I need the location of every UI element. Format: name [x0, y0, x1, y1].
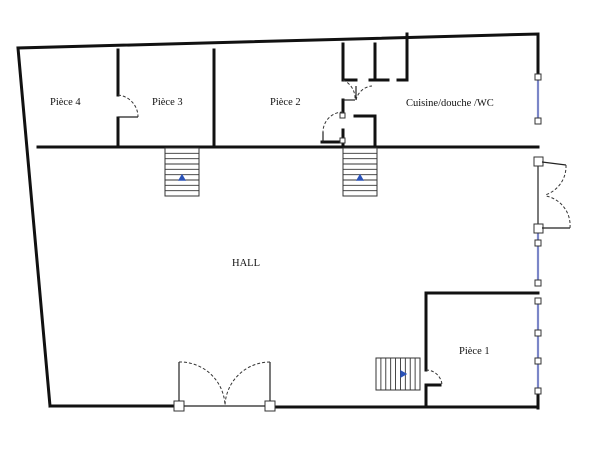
stair-arrow-icon	[356, 173, 364, 181]
piece1-walls	[424, 291, 540, 409]
staircase-middle	[342, 147, 378, 197]
right-double-door	[533, 156, 571, 234]
staircase-piece1	[375, 357, 421, 391]
stair-outline	[375, 357, 421, 391]
interior-doors	[117, 79, 443, 386]
room-label-piece2: Pièce 2	[270, 97, 301, 108]
interior-walls-top	[116, 32, 409, 149]
stair-arrow-icon	[178, 173, 186, 181]
room-label-piece4: Pièce 4	[50, 97, 81, 108]
room-label-cuisine: Cuisine/douche /WC	[406, 98, 494, 109]
outer-wall-top-left	[16, 32, 540, 408]
stair-outline	[342, 147, 378, 197]
room-label-piece1: Pièce 1	[459, 346, 490, 357]
outer-walls	[16, 32, 540, 410]
right-windows	[534, 73, 542, 395]
room-label-hall: HALL	[232, 258, 260, 269]
entrance-double-door	[173, 361, 276, 412]
stair-outline	[164, 147, 200, 197]
room-label-piece3: Pièce 3	[152, 97, 183, 108]
stair-arrow-icon	[400, 370, 408, 378]
staircase-left	[164, 147, 200, 197]
